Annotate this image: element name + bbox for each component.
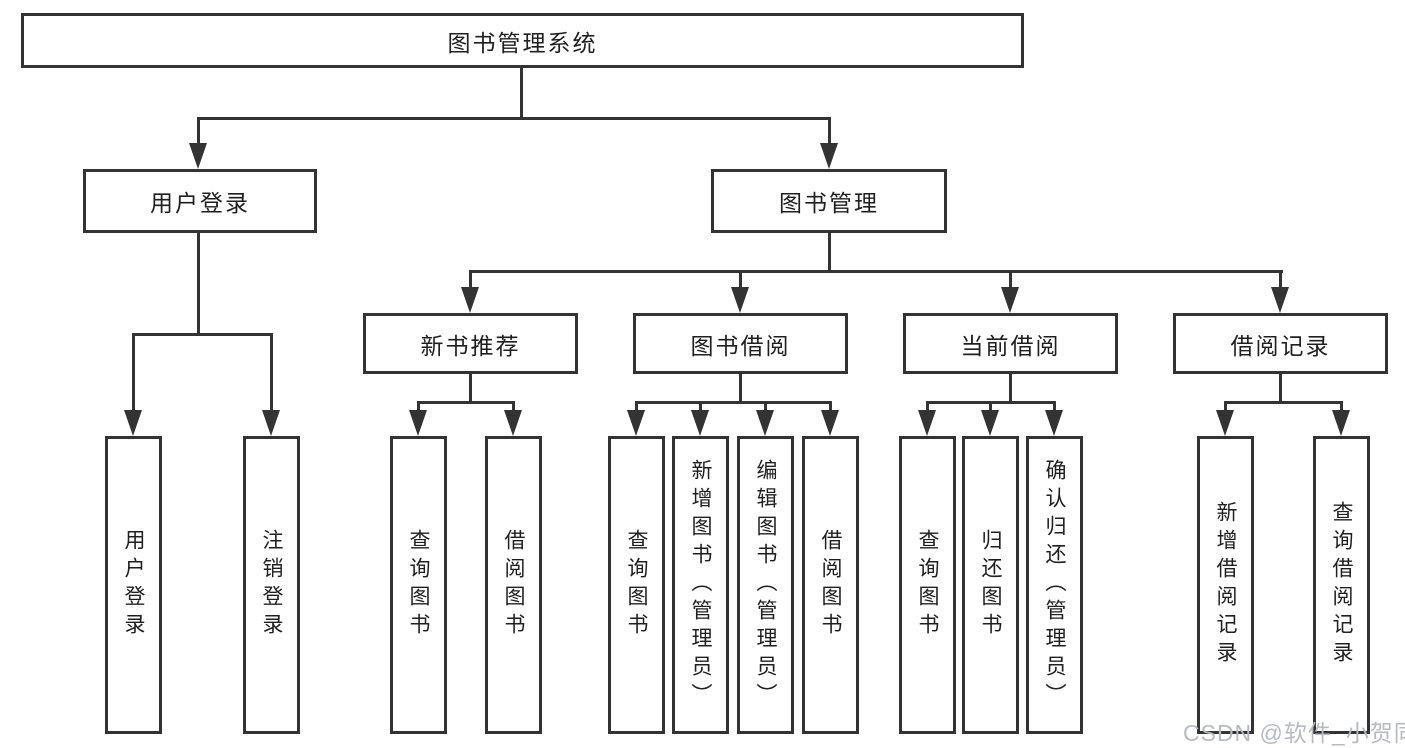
arrowhead-book-management [820,143,838,169]
arrowhead-leaf-login [124,410,142,436]
node-new-book-recommend: 新书推荐 [363,313,578,374]
leaf-query-books-1: 查询图书 [390,436,447,734]
arrowhead-bb-edit [756,410,774,436]
leaf-return-books: 归还图书 [962,436,1019,734]
leaf-user-login: 用户登录 [105,436,162,734]
connector-borrow-records-stem [1279,374,1282,403]
leaf-add-borrow-record: 新增借阅记录 [1197,436,1254,734]
arrowhead-book-borrow [731,287,749,313]
connector-drop-nb-borrow [512,401,515,412]
connector-borrow-records-bar [1224,401,1343,404]
connector-current-borrow-stem [1009,374,1012,403]
connector-book-management-stem [828,233,831,273]
leaf-query-books-3: 查询图书 [899,436,956,734]
arrowhead-br-add [1216,410,1234,436]
arrowhead-nb-borrow [504,410,522,436]
connector-root-bar [197,117,831,120]
leaf-query-books-2: 查询图书 [608,436,665,734]
arrowhead-borrow-records [1271,287,1289,313]
node-root-library-system: 图书管理系统 [21,13,1024,68]
arrowhead-leaf-logout [262,410,280,436]
connector-drop-book-management [828,117,831,146]
connector-drop-current-borrow [1009,270,1012,289]
leaf-query-borrow-record: 查询借阅记录 [1313,436,1370,734]
connector-drop-bb-edit [764,401,767,412]
connector-drop-cb-query [926,401,929,412]
node-book-management: 图书管理 [711,169,947,233]
connector-drop-bb-add [699,401,702,412]
leaf-borrow-books-2: 借阅图书 [802,436,859,734]
connector-new-book-bar [417,401,515,404]
arrowhead-nb-query [409,410,427,436]
leaf-borrow-books-1: 借阅图书 [485,436,542,734]
leaf-edit-books-admin: 编辑图书（管理员） [737,436,794,734]
connector-book-borrow-bar [635,401,832,404]
node-user-login: 用户登录 [83,169,317,233]
leaf-add-books-admin: 新增图书（管理员） [672,436,729,734]
arrowhead-br-query [1332,410,1350,436]
connector-book-management-bar [469,270,1283,273]
arrowhead-current-borrow [1001,287,1019,313]
connector-drop-br-query [1340,401,1343,412]
connector-root-stem [520,68,523,120]
connector-drop-nb-query [417,401,420,412]
arrowhead-bb-borrow [821,410,839,436]
connector-new-book-stem [469,374,472,403]
arrowhead-bb-query [627,410,645,436]
connector-drop-leaf-login [132,333,135,412]
leaf-confirm-return-admin: 确认归还（管理员） [1026,436,1083,734]
connector-drop-user-login [197,117,200,146]
connector-drop-br-add [1224,401,1227,412]
connector-drop-borrow-records [1279,270,1282,289]
connector-drop-bb-query [635,401,638,412]
node-book-borrow: 图书借阅 [633,313,848,374]
connector-user-login-stem [197,233,200,336]
connector-drop-cb-confirm [1053,401,1056,412]
arrowhead-cb-confirm [1045,410,1063,436]
connector-book-borrow-stem [739,374,742,403]
connector-drop-leaf-logout [270,333,273,412]
arrowhead-user-login [189,143,207,169]
node-borrow-records: 借阅记录 [1173,313,1388,374]
connector-drop-new-book [469,270,472,289]
arrowhead-cb-query [918,410,936,436]
node-current-borrow: 当前借阅 [903,313,1118,374]
connector-drop-cb-return [989,401,992,412]
csdn-watermark: CSDN @软件_小贺同学 [1183,720,1405,746]
connector-user-login-bar [132,333,273,336]
leaf-logout: 注销登录 [243,436,300,734]
arrowhead-cb-return [981,410,999,436]
arrowhead-bb-add [691,410,709,436]
connector-drop-bb-borrow [829,401,832,412]
arrowhead-new-book [461,287,479,313]
connector-drop-book-borrow [739,270,742,289]
